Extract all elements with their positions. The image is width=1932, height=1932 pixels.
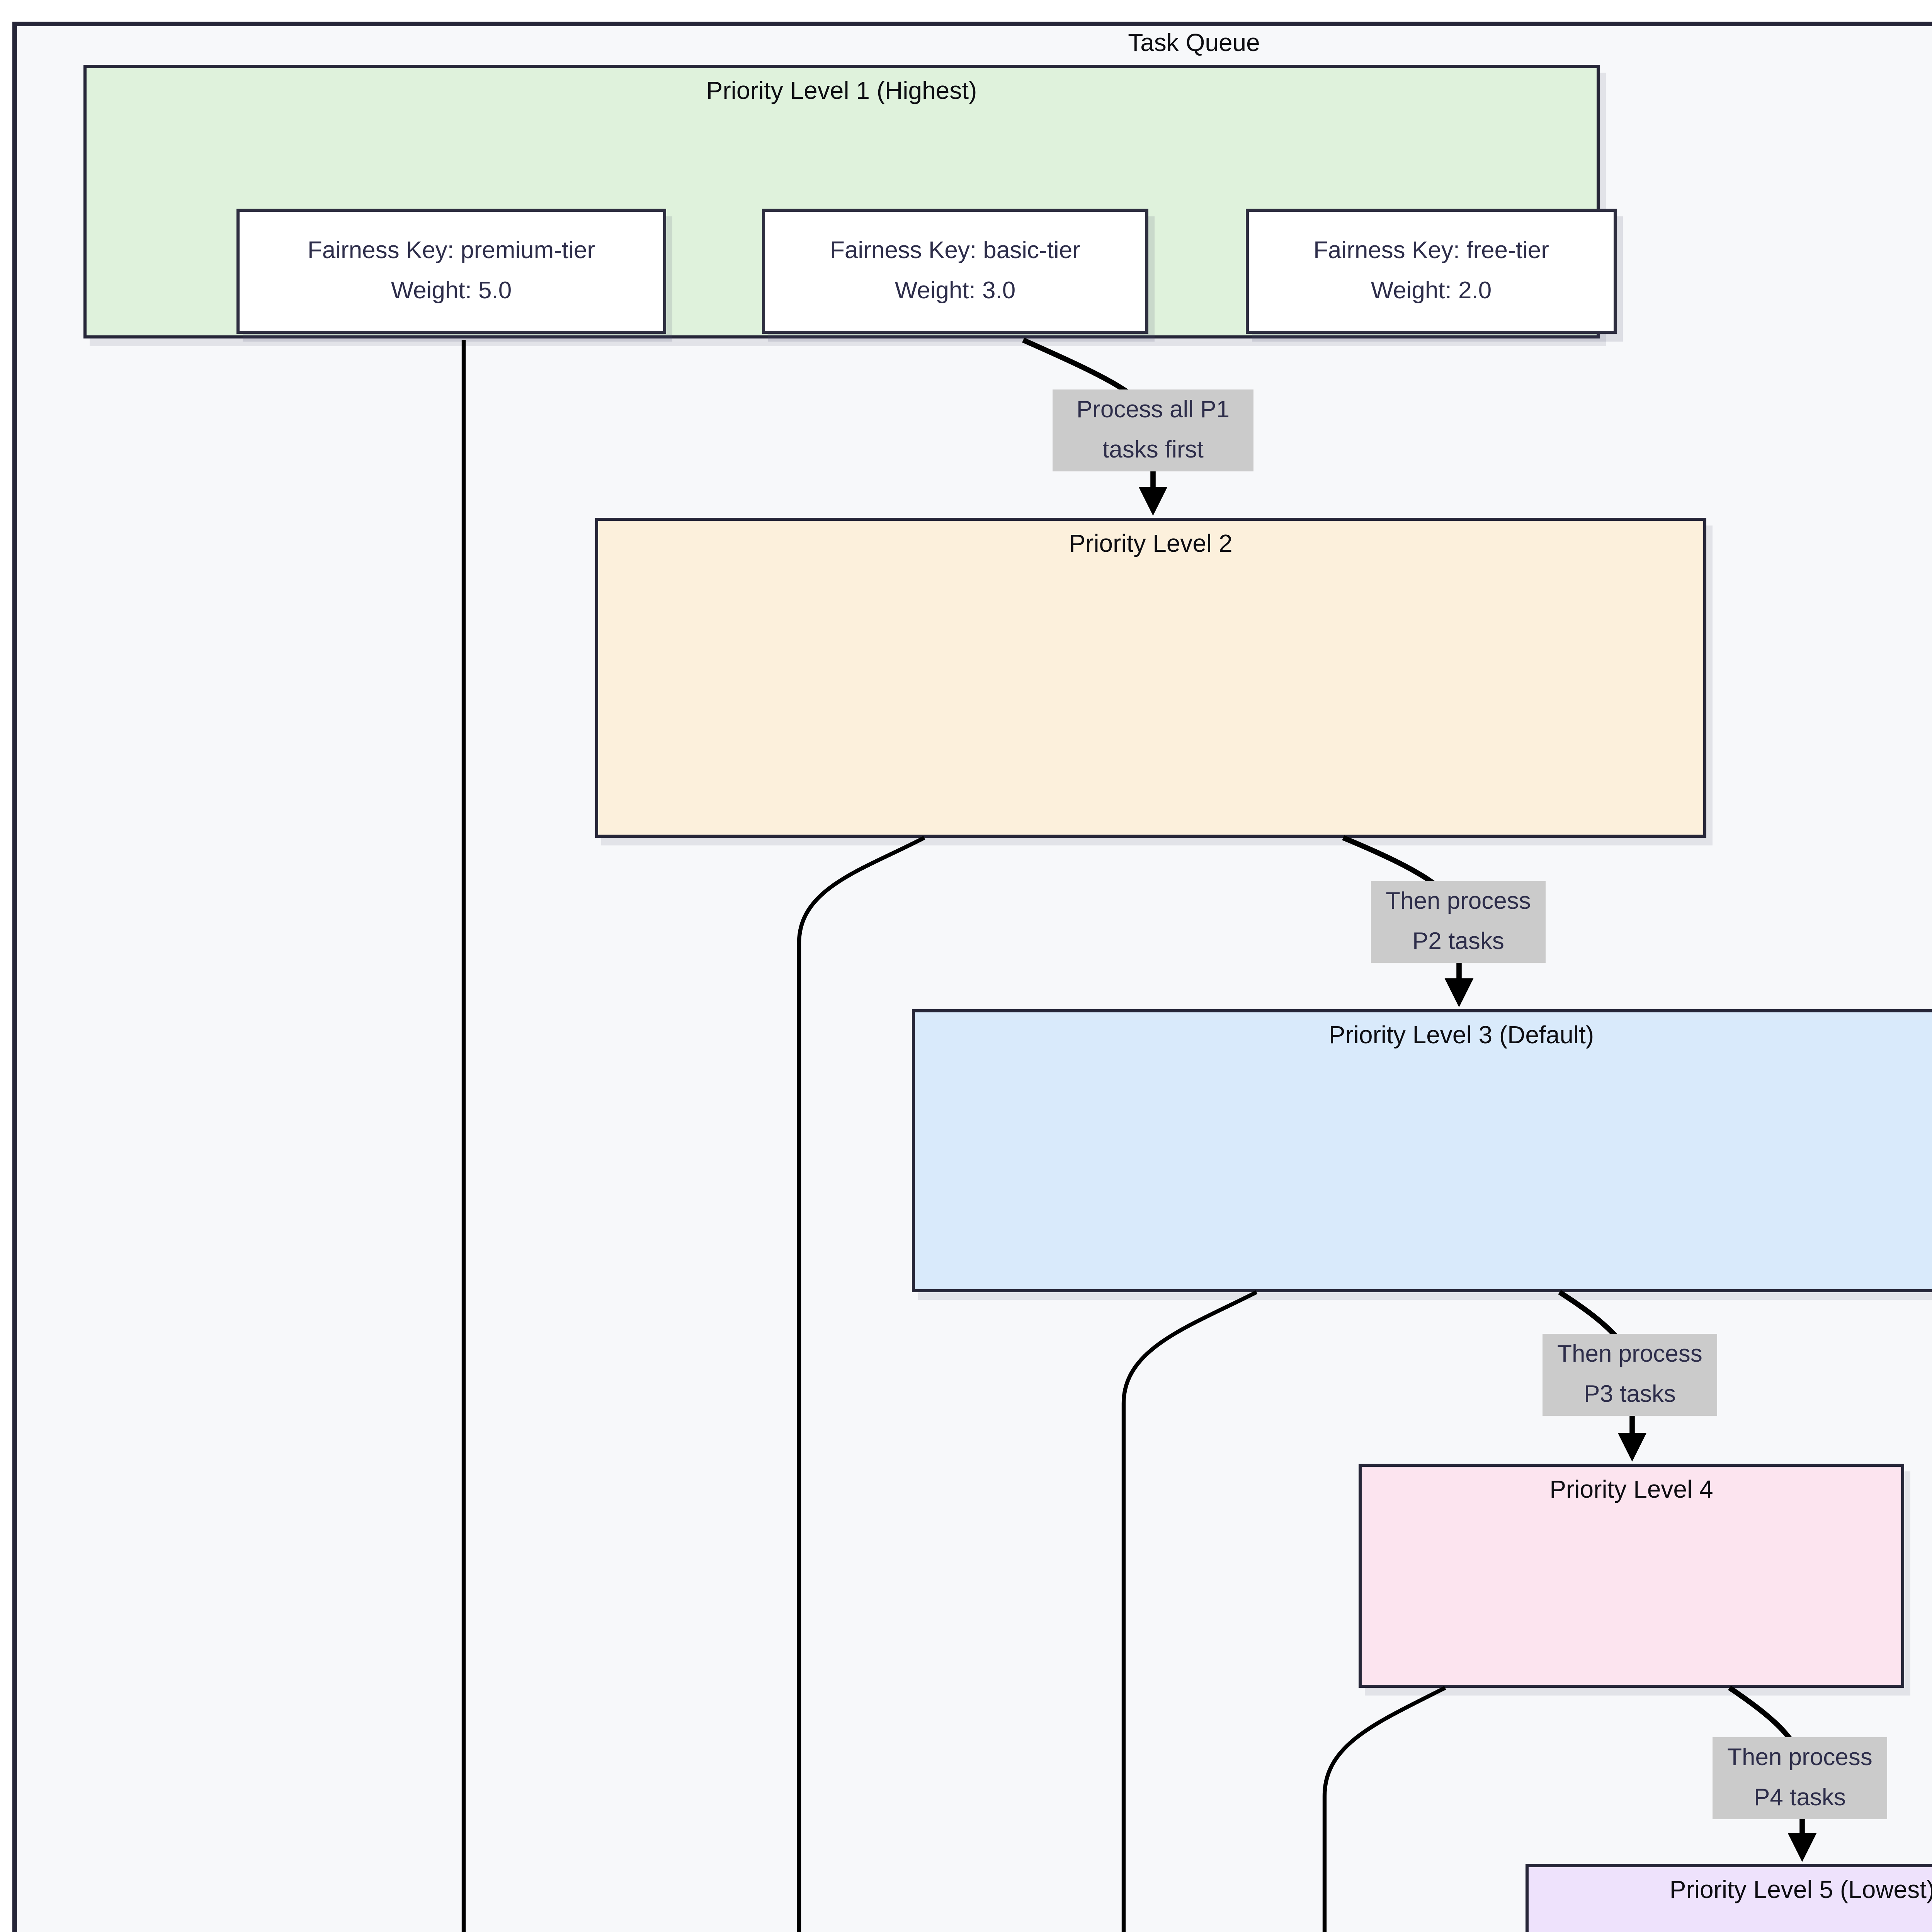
node-basic-tier-line1: Fairness Key: basic-tier	[830, 237, 1080, 264]
cluster-priority-level-5: Priority Level 5 (Lowest) Tasks with FIF…	[1526, 1864, 1932, 1932]
node-basic-tier-line2: Weight: 3.0	[895, 277, 1016, 304]
priority-level-1-title: Priority Level 1 (Highest)	[706, 79, 977, 105]
cluster-priority-level-1: Priority Level 1 (Highest) Fairness Key:…	[83, 65, 1617, 338]
node-premium-tier-line2: Weight: 5.0	[391, 277, 512, 304]
priority-level-5-title: Priority Level 5 (Lowest)	[1669, 1878, 1932, 1904]
edge-label-process-all-p1: Process all P1 tasks first	[1053, 389, 1253, 471]
edge-label-3-line1: Then process	[1557, 1342, 1702, 1368]
cluster-priority-level-3: Priority Level 3 (Default) Fairness Key:…	[912, 1009, 1932, 1292]
edge-label-2-line2: P2 tasks	[1412, 929, 1504, 955]
edge-label-3-line2: P3 tasks	[1584, 1382, 1676, 1408]
task-queue-title: Task Queue	[1128, 31, 1260, 57]
node-free-tier: Fairness Key: free-tier Weight: 2.0	[1246, 209, 1617, 334]
edge-label-4-line1: Then process	[1727, 1745, 1872, 1771]
edge-label-4-line2: P4 tasks	[1754, 1785, 1846, 1811]
edge-label-1-line1: Process all P1	[1076, 397, 1230, 423]
priority-level-4-title: Priority Level 4	[1549, 1478, 1713, 1504]
node-premium-tier: Fairness Key: premium-tier Weight: 5.0	[236, 209, 666, 334]
priority-level-3-title: Priority Level 3 (Default)	[1328, 1023, 1594, 1049]
edge-label-then-process-p3: Then process P3 tasks	[1543, 1334, 1717, 1416]
cluster-priority-level-4: Priority Level 4 Tasks with FIFO orderin…	[1359, 1464, 1904, 1688]
priority-level-2-title: Priority Level 2	[1069, 532, 1233, 558]
edge-label-then-process-p2: Then process P2 tasks	[1371, 881, 1546, 963]
node-free-tier-line1: Fairness Key: free-tier	[1313, 237, 1549, 264]
node-basic-tier: Fairness Key: basic-tier Weight: 3.0	[762, 209, 1148, 334]
edge-label-1-line2: tasks first	[1102, 437, 1204, 464]
node-premium-tier-line1: Fairness Key: premium-tier	[307, 237, 595, 264]
edge-label-then-process-p4: Then process P4 tasks	[1713, 1737, 1887, 1819]
node-free-tier-line2: Weight: 2.0	[1371, 277, 1492, 304]
edge-label-2-line1: Then process	[1386, 889, 1531, 915]
cluster-priority-level-2: Priority Level 2 Fairness Key: batch-ord…	[595, 518, 1932, 1283]
